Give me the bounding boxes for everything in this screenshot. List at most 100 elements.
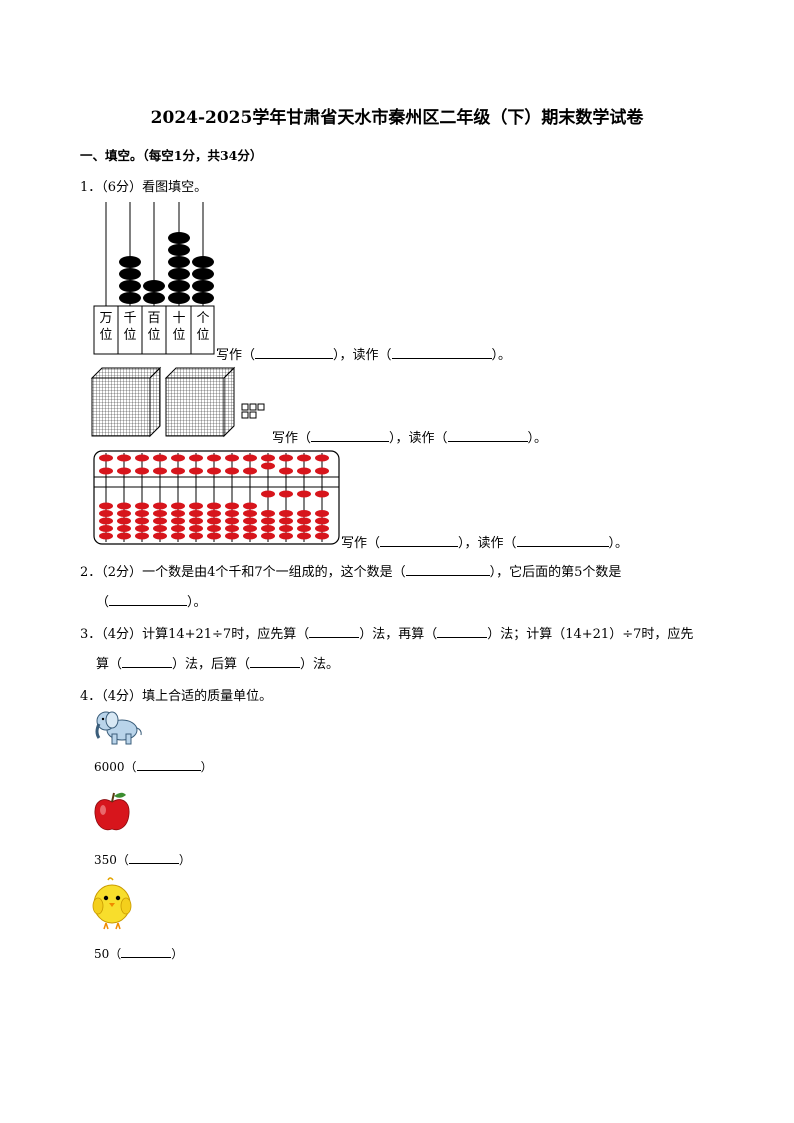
counting-bead xyxy=(143,280,165,292)
lower-bead xyxy=(117,525,131,532)
lower-bead xyxy=(189,517,203,525)
place-value-label: 十位 xyxy=(172,311,186,343)
lower-bead xyxy=(225,532,239,540)
question-1: 1．（6分）看图填空。 xyxy=(80,176,207,195)
page-title: 2024-2025学年甘肃省天水市秦州区二年级（下）期末数学试卷 xyxy=(150,108,644,128)
counting-bead xyxy=(119,280,141,292)
lower-bead xyxy=(117,502,131,510)
unit-cube xyxy=(249,411,257,419)
answer-blank[interactable] xyxy=(309,627,360,638)
lower-bead xyxy=(243,502,257,510)
lower-bead xyxy=(171,525,185,532)
answer-blank[interactable] xyxy=(405,565,490,576)
lower-bead xyxy=(261,510,275,517)
lower-bead xyxy=(297,510,311,517)
question-text: 看图填空。 xyxy=(142,180,208,195)
lower-bead xyxy=(189,502,203,510)
counting-bead xyxy=(119,268,141,280)
lower-bead xyxy=(135,525,149,532)
unit-blank[interactable] xyxy=(128,853,179,864)
lower-bead xyxy=(297,532,311,540)
lower-bead xyxy=(315,490,329,498)
upper-bead xyxy=(117,454,131,462)
upper-bead xyxy=(99,454,113,462)
upper-bead xyxy=(315,467,329,475)
lower-bead xyxy=(207,525,221,532)
lower-bead xyxy=(153,510,167,517)
lower-bead xyxy=(225,517,239,525)
lower-bead xyxy=(297,525,311,532)
lower-bead xyxy=(171,517,185,525)
lower-bead xyxy=(135,510,149,517)
q1-row1-answer: 写作（），读作（）。 xyxy=(216,348,512,363)
q1-row3-answer: 写作（），读作（）。 xyxy=(341,536,629,551)
lower-bead xyxy=(153,502,167,510)
q1-row2-answer: 写作（），读作（）。 xyxy=(272,431,548,446)
lower-bead xyxy=(171,502,185,510)
lower-bead xyxy=(135,502,149,510)
write-blank[interactable] xyxy=(311,431,390,442)
counting-bead xyxy=(192,280,214,292)
unit-blank[interactable] xyxy=(136,760,201,771)
lower-bead xyxy=(135,517,149,525)
counting-bead xyxy=(119,292,141,304)
lower-bead xyxy=(279,525,293,532)
answer-blank[interactable] xyxy=(122,657,173,668)
upper-bead xyxy=(207,467,221,475)
upper-bead xyxy=(243,454,257,462)
answer-blank[interactable] xyxy=(250,657,301,668)
upper-bead xyxy=(135,467,149,475)
lower-bead xyxy=(279,532,293,540)
write-blank[interactable] xyxy=(255,348,334,359)
upper-bead xyxy=(189,467,203,475)
place-value-label: 万位 xyxy=(99,311,113,343)
counting-bead xyxy=(192,268,214,280)
lower-bead xyxy=(153,525,167,532)
lower-bead xyxy=(117,532,131,540)
counting-bead xyxy=(119,256,141,268)
lower-bead xyxy=(189,510,203,517)
lower-bead xyxy=(99,517,113,525)
lower-bead xyxy=(117,510,131,517)
lower-bead xyxy=(243,517,257,525)
answer-blank[interactable] xyxy=(437,627,488,638)
counting-bead xyxy=(143,292,165,304)
upper-bead xyxy=(135,454,149,462)
unit-cube xyxy=(257,403,265,411)
upper-bead xyxy=(261,454,275,462)
lower-bead xyxy=(207,510,221,517)
upper-bead xyxy=(189,454,203,462)
question-2-line2: （）。 xyxy=(96,595,207,610)
thousand-cubes-figure xyxy=(90,366,265,438)
lower-bead xyxy=(279,510,293,517)
upper-bead xyxy=(171,454,185,462)
question-3-line2: 算（）法，后算（）法。 xyxy=(96,657,340,672)
lower-bead xyxy=(117,517,131,525)
question-3: 3．（4分）计算14+21÷7时，应先算（）法，再算（）法；计算（14+21）÷… xyxy=(80,627,694,642)
counting-bead xyxy=(168,232,190,244)
unit-blank[interactable] xyxy=(121,947,172,958)
lower-bead xyxy=(171,532,185,540)
place-value-label: 百位 xyxy=(147,311,161,343)
lower-bead xyxy=(315,517,329,525)
question-score: （6分） xyxy=(101,180,143,195)
place-value-label: 个位 xyxy=(196,311,210,343)
counting-bead xyxy=(168,244,190,256)
answer-blank[interactable] xyxy=(109,595,188,606)
read-blank[interactable] xyxy=(391,348,492,359)
read-blank[interactable] xyxy=(447,431,528,442)
place-value-label: 千位 xyxy=(123,311,137,343)
chick-icon xyxy=(92,877,132,930)
counting-frame-figure xyxy=(93,202,215,355)
upper-bead xyxy=(243,467,257,475)
question-2: 2．（2分）一个数是由4个千和7个一组成的，这个数是（），它后面的第5个数是 xyxy=(80,565,622,580)
lower-bead xyxy=(207,517,221,525)
lower-bead xyxy=(279,490,293,498)
upper-bead xyxy=(279,467,293,475)
counting-bead xyxy=(192,256,214,268)
lower-bead xyxy=(207,532,221,540)
read-blank[interactable] xyxy=(516,536,609,547)
lower-bead xyxy=(297,490,311,498)
write-blank[interactable] xyxy=(380,536,459,547)
lower-bead xyxy=(225,510,239,517)
